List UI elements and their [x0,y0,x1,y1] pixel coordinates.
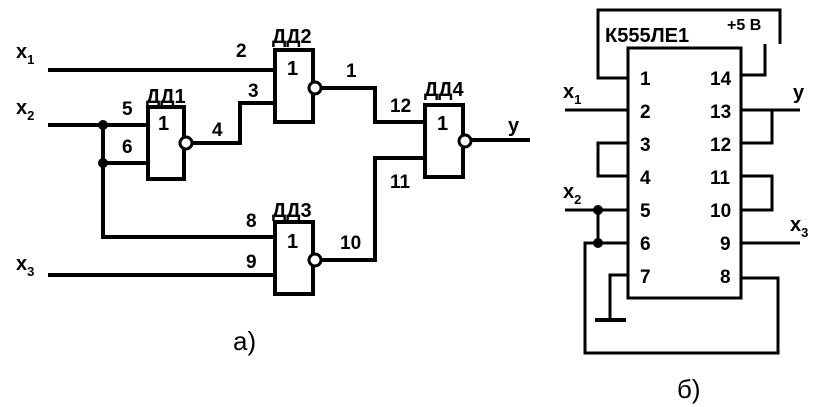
junction-dot [98,158,108,168]
input-label-x1: x1 [16,41,34,67]
gate-symbol: 1 [287,231,298,253]
chip-input-label-x1: x1 [563,81,581,107]
chip-body [626,46,743,300]
wire-pin7-ground [608,273,628,320]
wire-pin14-power [738,44,767,77]
input-label-x2: x2 [16,97,34,123]
pin-number: 4 [640,168,651,189]
chip-output-label-y: y [793,82,805,104]
gate-symbol: 1 [287,58,298,80]
wire-x2-pin6 [565,208,628,245]
pin-number: 10 [710,201,731,222]
pin-number: 11 [710,168,731,189]
pin-number: 1 [640,69,651,90]
pin-number: 12 [710,135,731,156]
gate-dd1 [146,105,186,181]
pin-number: 9 [720,234,731,255]
gate-name: ДД3 [272,200,312,222]
wire-pin1-loop [596,8,782,80]
pin-number: 3 [248,81,259,102]
input-label-x3: x3 [16,253,34,279]
gate-symbol: 1 [158,113,169,135]
pin-number: 8 [246,211,257,232]
gate-symbol: 1 [437,113,448,135]
pin-number: 6 [640,234,651,255]
gate-dd2 [273,48,315,124]
chip-output-label-x3: x3 [790,214,808,240]
wire-pin12-pin13 [741,110,774,145]
pin-number: 9 [246,252,257,273]
wire-dd3-dd4 [318,156,427,262]
inverter-bubble [307,252,323,268]
inverter-bubble [178,135,194,151]
junction-dot [593,205,603,215]
pin-number: 1 [346,61,357,82]
logic-circuit: 1 1 1 1 ДД1 ДД2 ДД3 ДД4 2 3 1 5 6 4 12 1… [16,26,530,356]
pin-number: 8 [720,267,731,288]
gate-name: ДД4 [424,79,464,101]
pin-number: 7 [640,267,651,288]
gate-name: ДД1 [146,86,186,108]
pin-number: 5 [640,201,651,222]
power-label: +5 В [727,17,761,34]
junction-dot [593,238,603,248]
chip-pinout: К555ЛЕ1 +5 В 1 2 3 4 5 6 7 14 13 12 11 1… [563,8,808,404]
pin-number: 3 [640,135,651,156]
gate-name: ДД2 [272,26,312,48]
caption-a: а) [233,326,256,356]
pin-number: 11 [390,172,411,193]
pin-number: 6 [122,137,133,158]
wire-dd2-dd4 [318,86,427,124]
pin-number: 5 [122,99,133,120]
output-label-y: y [508,115,520,137]
wire-x2-dd3 [101,161,277,239]
chip-name: К555ЛЕ1 [605,25,689,47]
inverter-bubble [457,133,473,149]
pin-number: 2 [236,41,247,62]
caption-b: б) [677,374,701,404]
pin-number: 13 [710,102,731,123]
chip-input-label-x2: x2 [563,181,581,207]
wire-dd1-dd2 [188,101,277,145]
pin-number: 2 [640,102,651,123]
pin-number: 12 [390,96,411,117]
junction-dot [98,120,108,130]
pin-number: 14 [710,69,732,90]
wire-pin11-pin10 [741,174,774,212]
pin-number: 4 [212,120,223,141]
wire-pin6-pin8-loop [583,241,780,355]
inverter-bubble [307,80,323,96]
wire-pin3-pin4 [596,141,628,178]
pin-number: 10 [340,233,361,254]
